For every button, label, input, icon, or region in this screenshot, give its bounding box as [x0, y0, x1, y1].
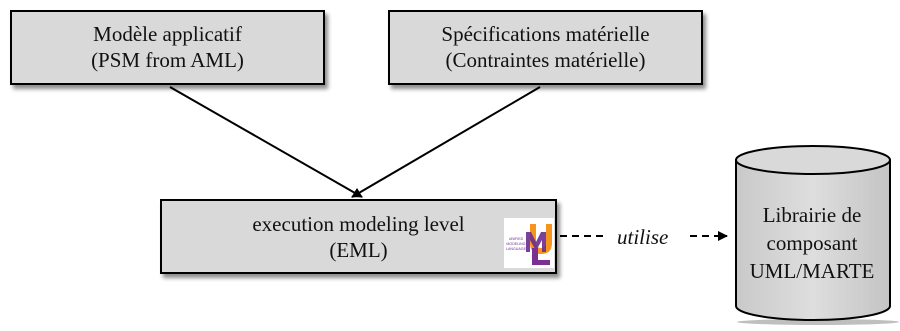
database-label: Librairie de composant UML/MARTE — [730, 201, 894, 285]
box-execution-modeling-level: execution modeling level (EML) UNIFIED M… — [160, 199, 557, 274]
database-line-3: UML/MARTE — [749, 259, 875, 283]
box-modele-title: Modèle applicatif — [93, 22, 242, 46]
box-specifications-materielle: Spécifications matérielle (Contraintes m… — [388, 10, 703, 85]
database-line-2: composant — [766, 231, 858, 255]
uml-logo-text-2: MODELING — [506, 242, 525, 246]
arrow-spec-to-eml — [351, 86, 541, 198]
uml-logo-text-1: UNIFIED — [509, 237, 524, 241]
box-spec-title: Spécifications matérielle — [441, 22, 650, 46]
arrow-modele-to-eml — [169, 86, 363, 198]
box-eml-title: execution modeling level — [252, 212, 465, 236]
database-line-1: Librairie de — [762, 203, 862, 227]
database-cylinder — [735, 145, 899, 325]
uml-logo-icon: UNIFIED MODELING LANGUAGE — [504, 218, 554, 268]
box-modele-subtitle: (PSM from AML) — [91, 48, 244, 72]
box-eml-subtitle: (EML) — [329, 238, 388, 262]
box-modele-applicatif: Modèle applicatif (PSM from AML) — [10, 10, 325, 85]
uml-logo-text-3: LANGUAGE — [506, 247, 527, 251]
box-spec-subtitle: (Contraintes matérielle) — [445, 48, 646, 72]
connector-label: utilise — [617, 225, 669, 249]
